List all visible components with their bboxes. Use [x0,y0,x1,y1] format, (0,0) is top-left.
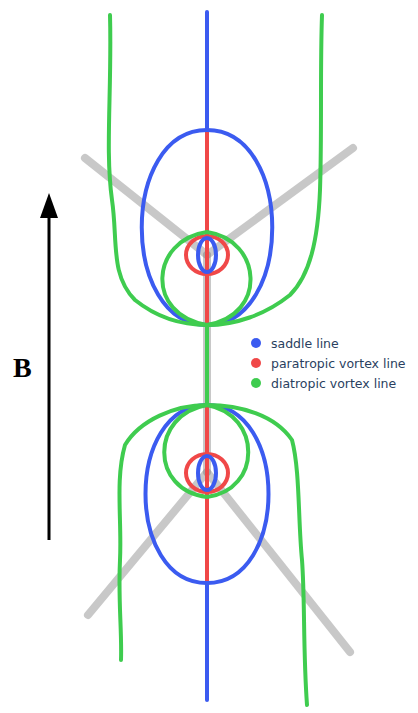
legend-text: paratropic vortex line [269,356,408,371]
molecule-bonds [85,148,353,652]
field-arrow [48,215,51,540]
legend-text: saddle line [269,336,341,351]
field-arrowhead [40,193,58,218]
field-label: B [13,352,32,384]
legend-swatch [251,338,261,348]
legend-row: paratropic vortex line [251,354,408,372]
legend-row: saddle line [251,334,341,352]
legend-swatch [251,378,261,388]
legend-text: diatropic vortex line [269,376,398,391]
legend-row: diatropic vortex line [251,374,398,392]
legend-swatch [251,358,261,368]
